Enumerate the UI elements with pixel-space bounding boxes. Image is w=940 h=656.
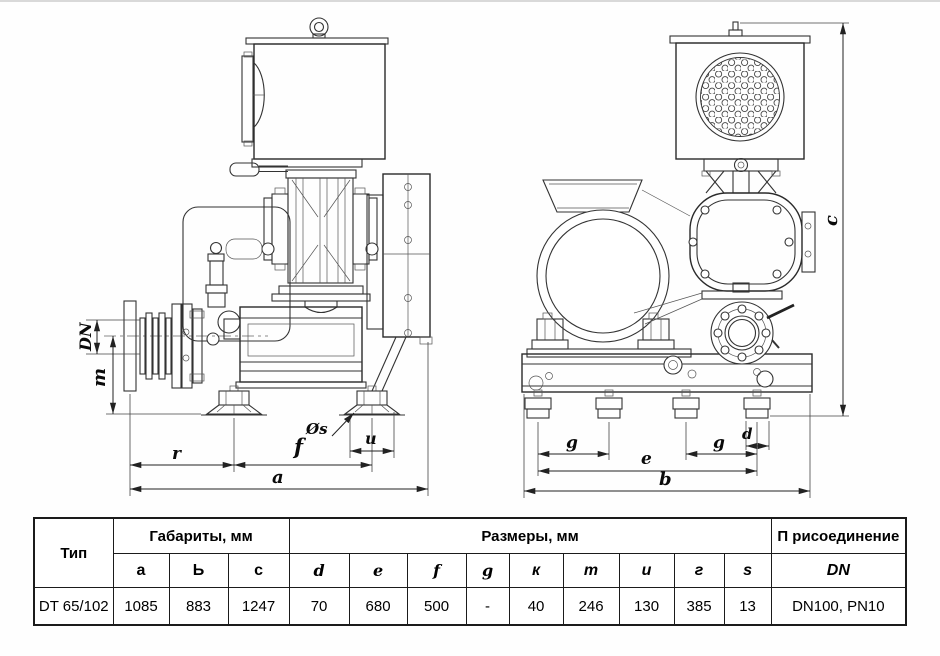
side-view-drawing: DN m r f u Øs a xyxy=(76,17,433,496)
table-header-connection: П рисоединение xyxy=(770,517,907,554)
table-header-type: Тип xyxy=(33,517,114,588)
cell-i: 130 xyxy=(618,587,675,626)
col-header-dn: DN xyxy=(770,553,907,588)
cell-c: 1247 xyxy=(227,587,290,626)
cell-d: 70 xyxy=(288,587,350,626)
col-header-d: d xyxy=(288,553,350,588)
cell-b: 883 xyxy=(168,587,229,626)
technical-drawing: DN m r f u Øs a xyxy=(76,17,849,498)
table-header-gabarity: Габариты, мм xyxy=(112,517,290,554)
col-header-e: e xyxy=(348,553,408,588)
col-header-b: Ь xyxy=(168,553,229,588)
dim-label-m: m xyxy=(89,368,110,387)
dim-label-g-right: g xyxy=(713,433,725,453)
cell-dn: DN100, PN10 xyxy=(770,587,907,626)
col-header-c: c xyxy=(227,553,290,588)
discharge-flange xyxy=(710,301,795,365)
cell-g: - xyxy=(465,587,510,626)
dim-label-a: a xyxy=(272,467,284,488)
cell-s: 13 xyxy=(723,587,772,626)
cell-t: 246 xyxy=(562,587,620,626)
dimensions-table: Тип Габариты, мм Размеры, мм П рисоедине… xyxy=(33,517,908,626)
cell-type: DT 65/102 xyxy=(33,587,114,626)
table-row: DT 65/102 1085 883 1247 70 680 500 - 40 … xyxy=(33,587,907,626)
dim-label-e: e xyxy=(641,449,652,469)
cell-g2: 385 xyxy=(673,587,725,626)
col-header-t: т xyxy=(562,553,620,588)
cell-e: 680 xyxy=(348,587,408,626)
col-header-g2: г xyxy=(673,553,725,588)
dim-label-d: d xyxy=(742,425,753,443)
col-header-f: f xyxy=(406,553,467,588)
table-header-razmery: Размеры, мм xyxy=(288,517,772,554)
col-header-k: к xyxy=(508,553,564,588)
dim-label-b: b xyxy=(659,469,672,490)
dim-label-c: c xyxy=(821,215,842,226)
col-header-s: s xyxy=(723,553,772,588)
dim-label-g-left: g xyxy=(566,433,578,453)
front-view-drawing: c d g g e b xyxy=(521,21,849,498)
dim-label-u: u xyxy=(365,429,377,448)
col-header-i: и xyxy=(618,553,675,588)
dim-label-dn: DN xyxy=(76,321,95,352)
dim-label-os: Øs xyxy=(305,420,328,438)
col-header-a: a xyxy=(112,553,170,588)
front-view-feet xyxy=(524,389,771,419)
cell-f: 500 xyxy=(406,587,467,626)
dim-label-f: f xyxy=(292,434,307,459)
side-view-foot-left xyxy=(201,385,267,416)
dim-label-r: r xyxy=(172,444,182,464)
cell-k: 40 xyxy=(508,587,564,626)
cell-a: 1085 xyxy=(112,587,170,626)
col-header-g: g xyxy=(465,553,510,588)
